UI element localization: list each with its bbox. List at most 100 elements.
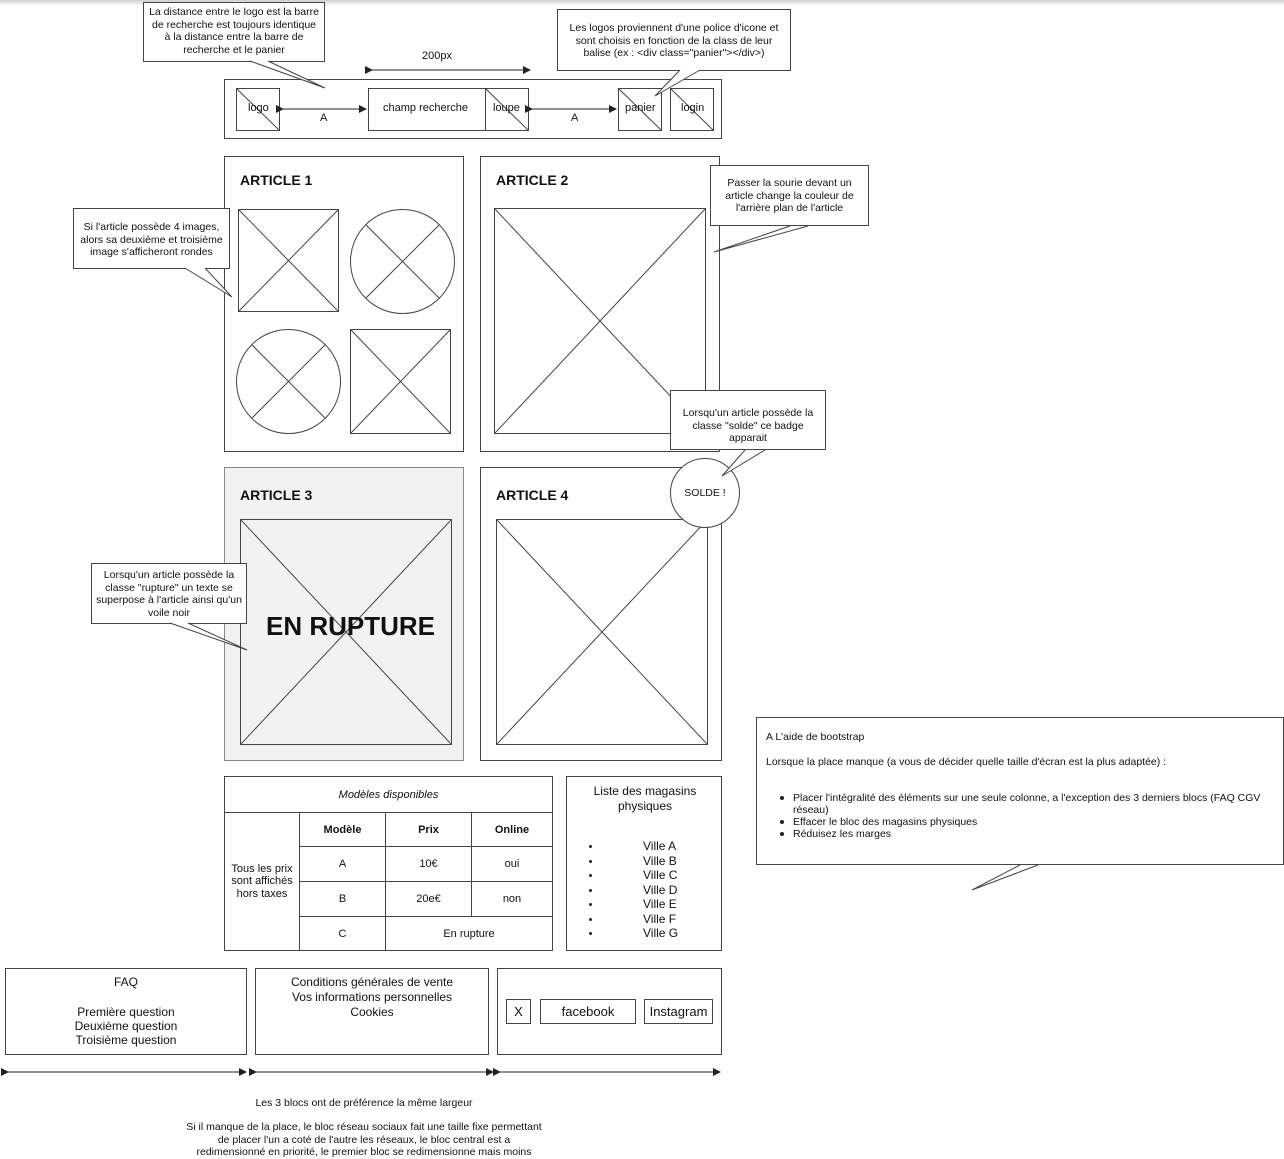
list-item: Ville C — [589, 868, 709, 883]
bullet-icon — [780, 796, 784, 800]
x-label: X — [514, 1004, 523, 1019]
image-placeholder-icon — [239, 210, 338, 311]
privacy-link[interactable]: Vos informations personnelles — [291, 990, 453, 1004]
table-cell-merged: En rupture — [385, 916, 553, 951]
bullet-icon — [589, 845, 592, 848]
logo-placeholder[interactable]: logo — [236, 88, 280, 131]
x-social-button[interactable]: X — [506, 999, 531, 1024]
list-item: Ville G — [589, 926, 709, 941]
faq-question-link[interactable]: Deuxième question — [74, 1019, 178, 1033]
store-name: Ville A — [643, 839, 677, 853]
faq-block: FAQ Première question Deuxième question … — [5, 968, 247, 1055]
store-name: Ville F — [643, 911, 677, 926]
logo-distance-note: La distance entre le logo est la barre d… — [143, 2, 325, 62]
table-header-modele: Modèle — [323, 823, 362, 836]
article-4-title: ARTICLE 4 — [496, 487, 569, 503]
gap-a-left-label: A — [320, 112, 328, 124]
four-images-note-tail — [184, 267, 233, 298]
faq-question-link[interactable]: Troisième question — [75, 1033, 177, 1047]
bullet-icon — [589, 917, 592, 921]
same-width-note: Les 3 blocs ont de préférence la même la… — [255, 1097, 473, 1109]
store-name: Ville B — [643, 853, 677, 868]
search-button[interactable]: loupe — [485, 88, 529, 131]
list-item: Placer l'intégralité des éléments sur un… — [767, 792, 1267, 816]
cgv-block: Conditions générales de vente Vos inform… — [255, 968, 489, 1055]
logo-note-tail — [249, 60, 326, 89]
hover-note-tail — [713, 225, 809, 253]
bootstrap-note-intro: Lorsque la place manque (a vous de décid… — [766, 756, 1167, 768]
instagram-button[interactable]: Instagram — [644, 999, 713, 1024]
cgv-link[interactable]: Conditions générales de vente — [290, 975, 454, 989]
login-label: login — [681, 102, 705, 114]
article-3-card[interactable]: ARTICLE 3 — [224, 467, 464, 761]
icon-font-note: Les logos proviennent d'une police d'ico… — [557, 9, 791, 71]
cell-text: 10€ — [419, 858, 438, 870]
article-3-image — [240, 519, 452, 745]
top-shadow — [0, 0, 1284, 6]
image-placeholder-icon — [365, 224, 440, 299]
table-side-note-text: Tous les prix sont affichés hors taxes — [231, 862, 293, 900]
search-input[interactable]: champ recherche — [368, 88, 486, 131]
loupe-label: loupe — [493, 102, 520, 114]
stores-list: Ville A Ville B Ville C Ville D Ville E … — [589, 839, 709, 941]
article-1-image-2-round — [350, 209, 455, 314]
hover-note: Passer la sourie devant un article chang… — [710, 165, 869, 226]
facebook-label: facebook — [561, 1004, 615, 1019]
cell-text: B — [338, 893, 347, 905]
cart-placeholder-icon — [619, 89, 661, 130]
store-name: Ville C — [643, 868, 678, 882]
bootstrap-note: A L'aide de bootstrap Lorsque la place m… — [756, 717, 1284, 865]
cart-button[interactable]: panier — [618, 88, 662, 131]
solde-note: Lorsqu'un article possède la classe "sol… — [670, 390, 826, 450]
list-item: Ville E — [589, 897, 709, 912]
table-header-online: Online — [494, 823, 530, 836]
rupture-note: Lorsqu'un article possède la classe "rup… — [91, 563, 247, 624]
bullet-text: Placer l'intégralité des éléments sur un… — [793, 792, 1261, 816]
faq-question-link[interactable]: Première question — [77, 1005, 175, 1019]
bullet-icon — [589, 932, 592, 935]
bootstrap-note-list: Placer l'intégralité des éléments sur un… — [767, 792, 1267, 840]
list-item: Ville D — [589, 883, 709, 898]
instagram-label: Instagram — [649, 1004, 708, 1019]
bootstrap-note-tail — [971, 864, 1039, 891]
cell-text: oui — [504, 858, 520, 870]
bullet-text: Réduisez les marges — [793, 828, 892, 840]
article-1-title: ARTICLE 1 — [240, 172, 313, 188]
rupture-overlay-text: EN RUPTURE — [266, 611, 436, 641]
icon-note-tail — [654, 69, 701, 97]
cookies-link[interactable]: Cookies — [350, 1005, 394, 1019]
image-placeholder-icon — [351, 330, 450, 433]
image-placeholder-icon — [241, 520, 451, 744]
facebook-button[interactable]: facebook — [540, 999, 636, 1024]
faq-title: FAQ — [113, 975, 138, 989]
logo-label: logo — [248, 102, 269, 114]
cell-text: En rupture — [443, 927, 495, 940]
stores-block: Liste des magasins physiques Ville A Vil… — [566, 776, 722, 951]
stores-title: Liste des magasins physiques — [593, 784, 697, 813]
bullet-icon — [589, 903, 592, 906]
magnifier-placeholder-icon — [486, 89, 528, 130]
store-name: Ville G — [643, 926, 679, 940]
four-images-note: Si l'article possède 4 images, alors sa … — [73, 208, 230, 269]
bullet-icon — [780, 832, 784, 836]
store-name: Ville E — [643, 897, 677, 911]
article-1-image-4 — [350, 329, 451, 434]
bootstrap-note-title: A L'aide de bootstrap — [766, 731, 865, 743]
article-1-image-1 — [238, 209, 339, 312]
login-button[interactable]: login — [670, 88, 714, 131]
table-header-prix: Prix — [418, 823, 439, 836]
bullet-icon — [589, 859, 592, 863]
login-placeholder-icon — [671, 89, 713, 130]
article-1-image-3-round — [236, 329, 341, 434]
image-placeholder-icon — [497, 520, 707, 744]
image-placeholder-icon — [237, 89, 279, 130]
bullet-text: Effacer le bloc des magasins physiques — [793, 816, 978, 828]
image-placeholder-icon — [251, 344, 326, 419]
solde-badge-text: SOLDE ! — [684, 487, 726, 499]
rupture-note-tail — [169, 622, 248, 651]
gap-a-right-label: A — [571, 112, 579, 124]
resize-note: Si il manque de la place, le bloc réseau… — [186, 1121, 542, 1158]
cell-text: non — [502, 893, 522, 905]
article-4-image — [496, 519, 708, 745]
store-name: Ville D — [643, 882, 678, 897]
